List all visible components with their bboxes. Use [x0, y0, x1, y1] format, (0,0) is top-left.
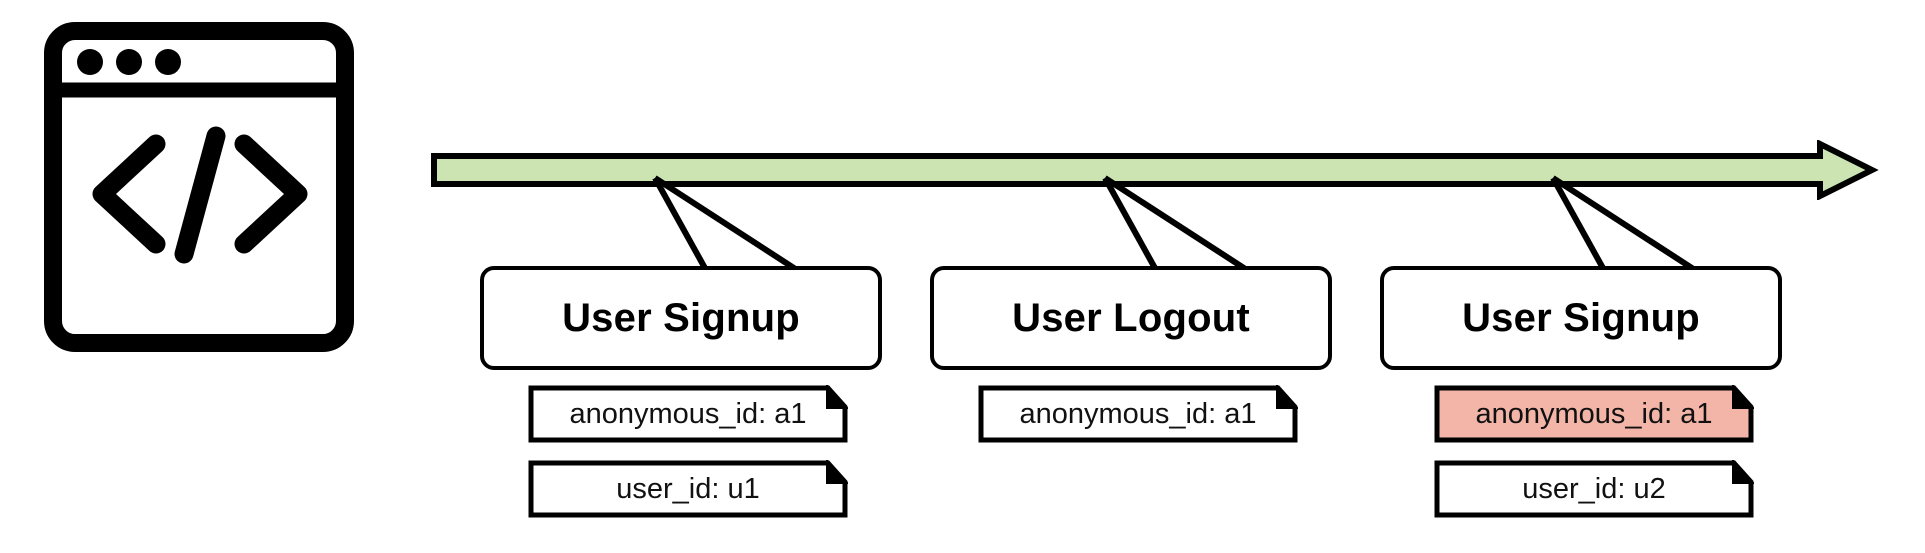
event-box-user-logout[interactable]: User Logout [930, 266, 1332, 370]
note-label: anonymous_id: a1 [1019, 397, 1257, 430]
note-shape-highlighted [1434, 385, 1754, 443]
note-label: user_id: u2 [1522, 472, 1666, 505]
note-user-id-1[interactable]: user_id: u1 [528, 460, 848, 518]
note-user-id-3[interactable]: user_id: u2 [1434, 460, 1754, 518]
note-label: anonymous_id: a1 [569, 397, 807, 430]
note-shape [1434, 460, 1754, 518]
note-label: anonymous_id: a1 [1475, 397, 1713, 430]
note-anonymous-id-3-highlighted[interactable]: anonymous_id: a1 [1434, 385, 1754, 443]
code-window-icon [44, 22, 354, 352]
note-shape [528, 460, 848, 518]
event-box-label: User Signup [562, 296, 800, 340]
note-anonymous-id-1[interactable]: anonymous_id: a1 [528, 385, 848, 443]
event-box-label: User Logout [1012, 296, 1250, 340]
event-box-label: User Signup [1462, 296, 1700, 340]
note-shape [978, 385, 1298, 443]
note-anonymous-id-2[interactable]: anonymous_id: a1 [978, 385, 1298, 443]
note-shape [528, 385, 848, 443]
event-box-user-signup-1[interactable]: User Signup [480, 266, 882, 370]
event-box-user-signup-2[interactable]: User Signup [1380, 266, 1782, 370]
event-timeline-arrow [430, 139, 1880, 201]
note-label: user_id: u1 [616, 472, 760, 505]
